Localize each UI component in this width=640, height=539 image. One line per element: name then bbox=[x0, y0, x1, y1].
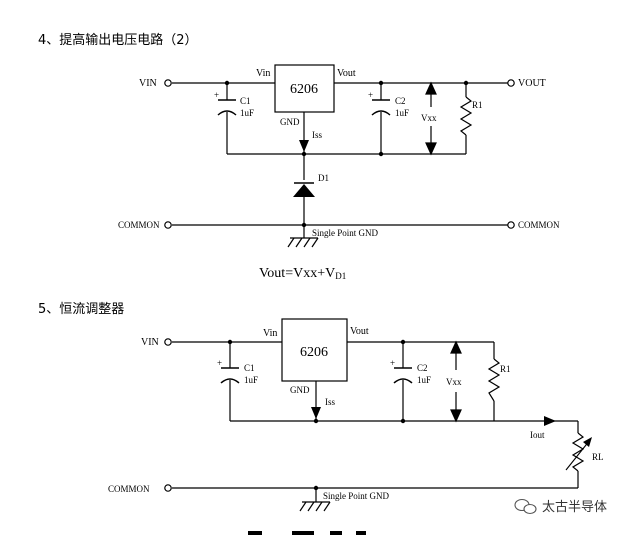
iss-arrow-4 bbox=[299, 140, 309, 152]
common-right-label-4: COMMON bbox=[518, 220, 560, 230]
section-4-title: 4、提高输出电压电路（2） bbox=[38, 32, 198, 48]
chip-label-4: 6206 bbox=[290, 82, 318, 97]
vin-label-5: VIN bbox=[141, 337, 159, 348]
capacitor-c1-symbol-5 bbox=[220, 367, 240, 384]
svg-text:+: + bbox=[214, 90, 219, 100]
resistor-r1-symbol-4 bbox=[459, 96, 473, 136]
svg-text:+: + bbox=[368, 90, 373, 100]
ground-symbol-5 bbox=[299, 501, 331, 512]
common-left-label-4: COMMON bbox=[118, 220, 160, 230]
vout-terminal-4 bbox=[507, 79, 515, 87]
cropped-formula-fragment bbox=[248, 531, 366, 535]
pin-gnd-label-5: GND bbox=[290, 385, 310, 395]
vout-terminal-label-4: VOUT bbox=[518, 78, 546, 89]
common-terminal-right-4 bbox=[507, 221, 515, 229]
common-terminal-left-4 bbox=[164, 221, 172, 229]
iss-label-5: Iss bbox=[325, 397, 335, 407]
vxx-label-5: Vxx bbox=[446, 377, 462, 387]
c1-value-4: 1uF bbox=[240, 108, 254, 118]
svg-text:+: + bbox=[217, 358, 222, 368]
section-5-title: 5、恒流调整器 bbox=[38, 302, 124, 317]
iss-label-4: Iss bbox=[312, 130, 322, 140]
vin-terminal-4 bbox=[164, 79, 172, 87]
common-terminal-5 bbox=[164, 484, 172, 492]
pin-gnd-label-4: GND bbox=[280, 117, 300, 127]
formula-main: Vout=Vxx+V bbox=[259, 266, 335, 281]
svg-text:+: + bbox=[390, 358, 395, 368]
capacitor-c1-symbol-4 bbox=[217, 99, 237, 116]
r1-label-4: R1 bbox=[472, 100, 483, 110]
junction-dots-5 bbox=[227, 339, 406, 491]
vxx-label-4: Vxx bbox=[421, 113, 437, 123]
formula-4: Vout=Vxx+VD1 bbox=[259, 266, 346, 281]
vxx-arrow-4 bbox=[425, 81, 437, 156]
rl-label: RL bbox=[592, 452, 604, 462]
d1-label: D1 bbox=[318, 173, 329, 183]
section-5-circuit bbox=[172, 341, 579, 502]
regulator-chip-4 bbox=[274, 64, 335, 113]
rl-adjust-arrow bbox=[565, 437, 592, 471]
single-point-gnd-label-4: Single Point GND bbox=[312, 228, 379, 238]
section-4-circuit bbox=[172, 82, 508, 238]
iout-label: Iout bbox=[530, 430, 545, 440]
regulator-chip-5 bbox=[281, 318, 348, 382]
ground-symbol-4 bbox=[287, 237, 319, 248]
wechat-icon bbox=[514, 498, 537, 515]
c2-value-4: 1uF bbox=[395, 108, 409, 118]
pin-vout-label-5: Vout bbox=[350, 326, 369, 337]
pin-vin-label-4: Vin bbox=[256, 68, 270, 79]
single-point-gnd-label-5: Single Point GND bbox=[323, 491, 390, 501]
c2-name-5: C2 bbox=[417, 363, 428, 373]
common-label-5: COMMON bbox=[108, 484, 150, 494]
pin-vin-label-5: Vin bbox=[263, 328, 277, 339]
c2-value-5: 1uF bbox=[417, 375, 431, 385]
r1-label-5: R1 bbox=[500, 364, 511, 374]
vin-label-4: VIN bbox=[139, 78, 157, 89]
diode-d1-symbol bbox=[293, 182, 315, 197]
vxx-arrow-5 bbox=[450, 340, 462, 423]
iss-arrow-5 bbox=[311, 407, 321, 419]
iout-arrow bbox=[544, 416, 556, 426]
c1-name-4: C1 bbox=[240, 96, 251, 106]
c1-value-5: 1uF bbox=[244, 375, 258, 385]
watermark-text: 太古半导体 bbox=[542, 500, 607, 515]
capacitor-c2-symbol-5 bbox=[393, 367, 413, 384]
pin-vout-label-4: Vout bbox=[337, 68, 356, 79]
c1-name-5: C1 bbox=[244, 363, 255, 373]
resistor-rl-symbol bbox=[571, 432, 585, 472]
resistor-r1-symbol-5 bbox=[487, 358, 501, 402]
c2-name-4: C2 bbox=[395, 96, 406, 106]
vin-terminal-5 bbox=[164, 338, 172, 346]
formula-subscript: D1 bbox=[335, 271, 346, 281]
junction-dots-4 bbox=[224, 80, 469, 228]
chip-label-5: 6206 bbox=[300, 345, 328, 360]
capacitor-c2-symbol-4 bbox=[371, 99, 391, 116]
